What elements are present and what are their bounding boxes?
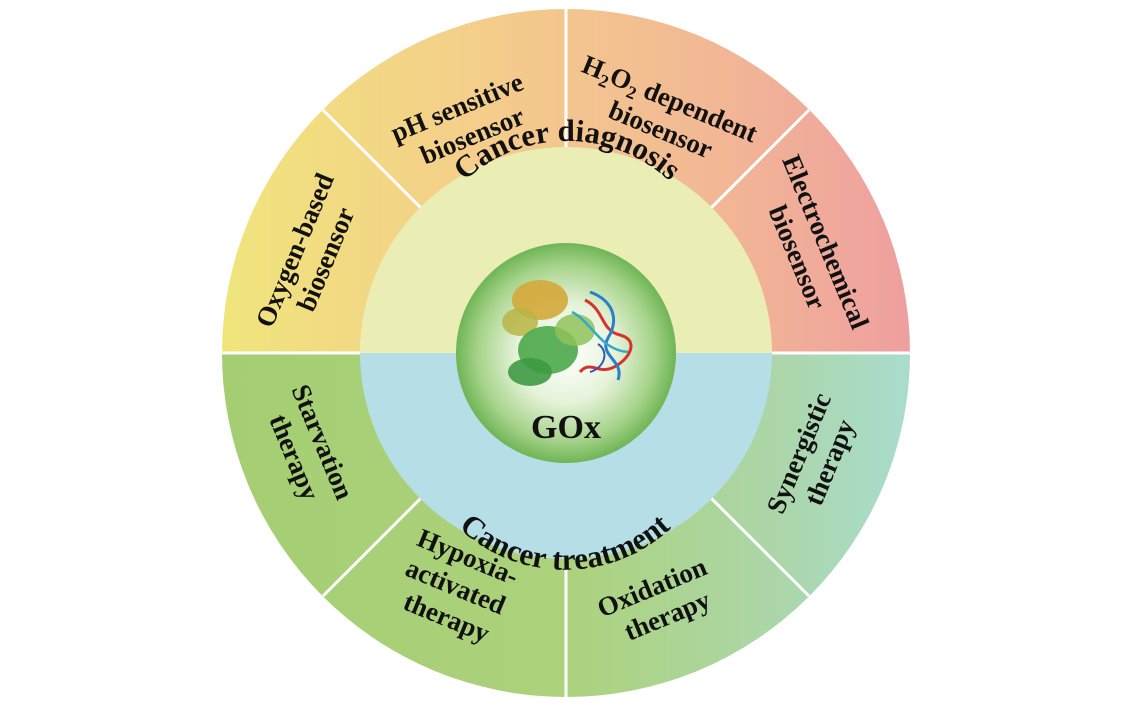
gox-label: GOx [531, 409, 601, 446]
protein-structure-icon [502, 280, 633, 386]
